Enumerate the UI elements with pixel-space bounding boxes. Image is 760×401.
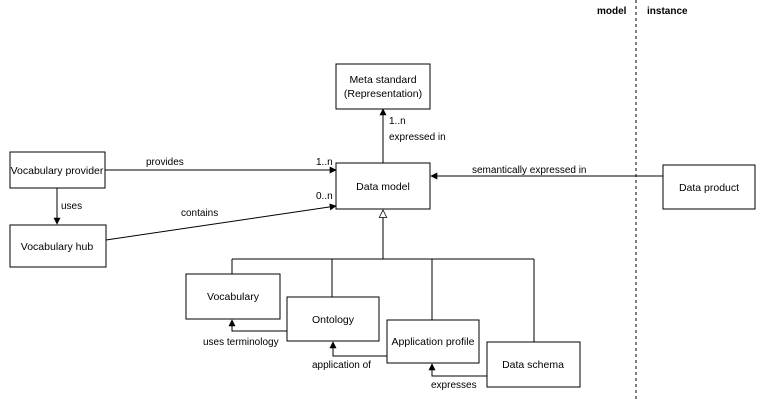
edge-expresses-label: expresses (431, 380, 477, 391)
node-vocabulary-provider[interactable]: Vocabulary provider (9, 151, 106, 189)
node-vocabulary-label: Vocabulary (207, 291, 260, 303)
node-vocabulary-provider-box (9, 151, 106, 189)
node-vocabulary-hub-box (9, 224, 107, 268)
node-data-schema[interactable]: Data schema (486, 341, 581, 388)
node-vocabulary-provider-label: Vocabulary provider (11, 165, 104, 177)
edge-contains (105, 203, 337, 241)
edge-uses-terminology (228, 319, 287, 332)
edge-provides-label: provides (146, 157, 184, 168)
node-meta-standard-label-line1: Meta standard (349, 74, 416, 86)
node-ontology-label: Ontology (312, 314, 355, 326)
node-application-profile-box (386, 319, 480, 364)
node-ontology-box (286, 296, 380, 342)
node-vocabulary-hub-label: Vocabulary hub (21, 241, 94, 253)
node-meta-standard-box (335, 63, 431, 110)
edge-contains-label: contains (181, 208, 218, 219)
node-data-schema-box (486, 341, 581, 388)
edge-expressed-in-label: expressed in (389, 132, 446, 143)
edge-contains-multiplicity: 0..n (316, 191, 333, 202)
node-vocabulary[interactable]: Vocabulary (185, 273, 281, 320)
node-vocabulary-hub[interactable]: Vocabulary hub (9, 224, 107, 268)
node-application-profile-label: Application profile (392, 336, 475, 348)
node-data-model-label: Data model (356, 181, 410, 193)
node-data-product[interactable]: Data product (662, 164, 756, 210)
edge-expresses (428, 363, 487, 377)
node-meta-standard-label-line2: (Representation) (344, 88, 422, 100)
node-meta-standard[interactable]: Meta standard (Representation) (335, 63, 431, 110)
edge-provides-multiplicity: 1..n (316, 157, 333, 168)
node-data-schema-label: Data schema (502, 359, 564, 371)
node-data-product-box (662, 164, 756, 210)
node-application-profile[interactable]: Application profile (386, 319, 480, 364)
node-ontology[interactable]: Ontology (286, 296, 380, 342)
node-data-model-box (335, 162, 431, 210)
edge-uses-label: uses (61, 201, 82, 212)
section-label-model: model (597, 6, 627, 17)
edge-application-of (329, 341, 387, 357)
node-data-model[interactable]: Data model (335, 162, 431, 210)
edge-expressed-in-multiplicity: 1..n (389, 116, 406, 127)
section-label-instance: instance (647, 6, 688, 17)
edge-semantically-expressed-in-label: semantically expressed in (472, 165, 587, 176)
edge-uses-terminology-label: uses terminology (203, 337, 279, 348)
edge-application-of-label: application of (312, 360, 371, 371)
node-data-product-label: Data product (679, 182, 739, 194)
node-vocabulary-box (185, 273, 281, 320)
